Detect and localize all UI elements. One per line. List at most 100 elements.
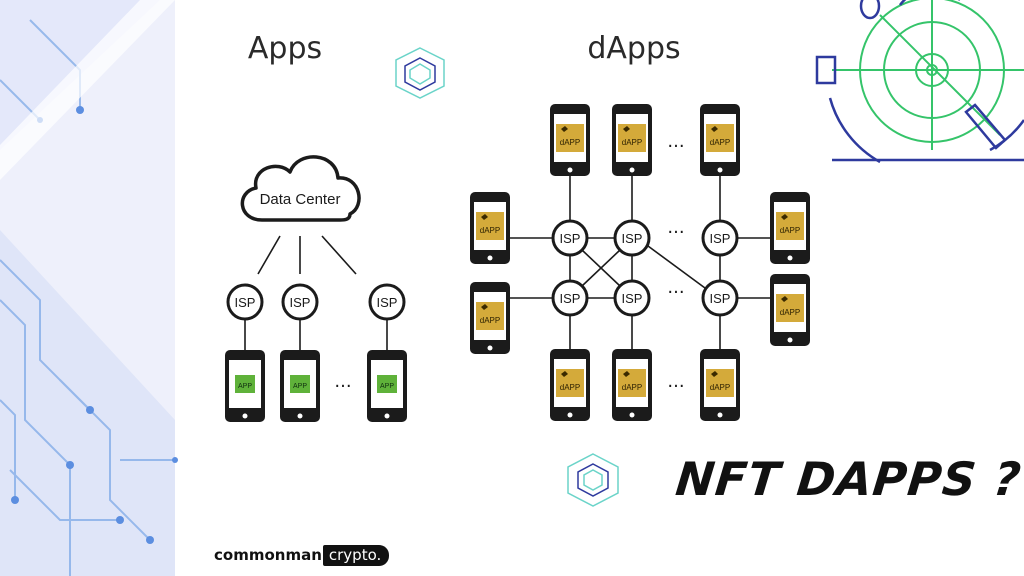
app-phone-icon: APP	[367, 350, 407, 422]
phone-home-button	[787, 337, 793, 343]
dapp-glyph-icon	[481, 214, 488, 220]
phone-home-button	[629, 167, 635, 173]
dapp-label: dAPP	[480, 316, 500, 325]
phone-home-button	[717, 412, 723, 418]
dapp-glyph-icon	[711, 371, 718, 377]
data-center-cloud-icon	[240, 155, 361, 222]
dapp-label: dAPP	[710, 138, 730, 147]
connector-line	[321, 235, 357, 275]
isp-circle	[226, 283, 264, 321]
dapp-badge	[618, 369, 646, 397]
dapp-label: dAPP	[480, 226, 500, 235]
dapp-badge	[776, 212, 804, 240]
dapp-glyph-icon	[623, 371, 630, 377]
dapp-label: dAPP	[560, 383, 580, 392]
isp-label: ISP	[560, 231, 581, 246]
app-phone-icon: APP	[225, 350, 265, 422]
isp-label: ISP	[235, 295, 256, 310]
isp-circle	[368, 283, 406, 321]
dapp-glyph-icon	[781, 296, 788, 302]
dapp-badge	[556, 124, 584, 152]
dapp-glyph-icon	[561, 126, 568, 132]
dapp-phone-icon: dAPP	[700, 349, 740, 421]
isp-circle	[551, 219, 589, 257]
dapp-badge	[706, 369, 734, 397]
isp-label: ISP	[290, 295, 311, 310]
dapp-badge	[476, 302, 504, 330]
dapp-glyph-icon	[623, 126, 630, 132]
isp-node: ISP	[281, 283, 319, 321]
app-badge	[235, 375, 255, 393]
isp-node: ISP	[226, 283, 264, 321]
phone-home-button	[787, 255, 793, 261]
ellipsis: ···	[667, 282, 684, 303]
isp-node: ISP	[551, 219, 589, 257]
dapp-label: dAPP	[622, 383, 642, 392]
isp-node: ISP	[613, 219, 651, 257]
radar-decoration	[815, 0, 1024, 164]
isp-node: ISP	[551, 279, 589, 317]
phone-home-button	[487, 345, 493, 351]
dapp-label: dAPP	[560, 138, 580, 147]
dapp-phone-icon: dAPP	[470, 192, 510, 264]
hexagon-decoration-bottom	[567, 453, 619, 507]
isp-circle	[701, 279, 739, 317]
dapp-phone-icon: dAPP	[700, 104, 740, 176]
app-badge	[377, 375, 397, 393]
isp-circle	[281, 283, 319, 321]
dapp-glyph-icon	[561, 371, 568, 377]
isp-node: ISP	[701, 219, 739, 257]
isp-circle	[613, 219, 651, 257]
app-label: APP	[380, 383, 394, 390]
dapp-label: dAPP	[710, 383, 730, 392]
ellipsis: ···	[667, 136, 684, 157]
isp-label: ISP	[377, 295, 398, 310]
phone-home-button	[567, 167, 573, 173]
dapp-phone-icon: dAPP	[550, 349, 590, 421]
isp-label: ISP	[622, 231, 643, 246]
app-phone-icon: APP	[280, 350, 320, 422]
ellipsis: ···	[334, 376, 351, 397]
dapp-phone-icon: dAPP	[770, 192, 810, 264]
ellipsis: ···	[667, 376, 684, 397]
isp-label: ISP	[622, 291, 643, 306]
connector-line	[581, 249, 621, 287]
connector-line	[647, 245, 706, 289]
dapp-glyph-icon	[711, 126, 718, 132]
connector-line	[257, 235, 281, 275]
app-label: APP	[293, 383, 307, 390]
phone-home-button	[297, 413, 303, 419]
apps-heading: Apps	[248, 31, 322, 66]
dapp-badge	[776, 294, 804, 322]
isp-node: ISP	[701, 279, 739, 317]
dapp-glyph-icon	[481, 304, 488, 310]
hexagon-decoration-top	[395, 47, 445, 99]
dapp-phone-icon: dAPP	[612, 104, 652, 176]
isp-circle	[551, 279, 589, 317]
phone-home-button	[717, 167, 723, 173]
dapp-label: dAPP	[780, 226, 800, 235]
isp-circle	[701, 219, 739, 257]
dapp-phone-icon: dAPP	[770, 274, 810, 346]
isp-node: ISP	[368, 283, 406, 321]
phone-home-button	[242, 413, 248, 419]
dapp-badge	[556, 369, 584, 397]
isp-label: ISP	[710, 291, 731, 306]
dapp-badge	[618, 124, 646, 152]
dapp-label: dAPP	[780, 308, 800, 317]
dapp-label: dAPP	[622, 138, 642, 147]
isp-label: ISP	[560, 291, 581, 306]
dapp-phone-icon: dAPP	[550, 104, 590, 176]
ellipsis: ···	[667, 222, 684, 243]
circuit-background	[0, 0, 178, 576]
dapp-glyph-icon	[781, 214, 788, 220]
dapp-badge	[476, 212, 504, 240]
app-label: APP	[238, 383, 252, 390]
network-nodes: ISP ISP ISP APP APP APP ··· ISP ISP ISP ISP ISP ISP d…	[225, 104, 810, 422]
dapp-badge	[706, 124, 734, 152]
isp-node: ISP	[613, 279, 651, 317]
phone-home-button	[487, 255, 493, 261]
dapp-phone-icon: dAPP	[612, 349, 652, 421]
